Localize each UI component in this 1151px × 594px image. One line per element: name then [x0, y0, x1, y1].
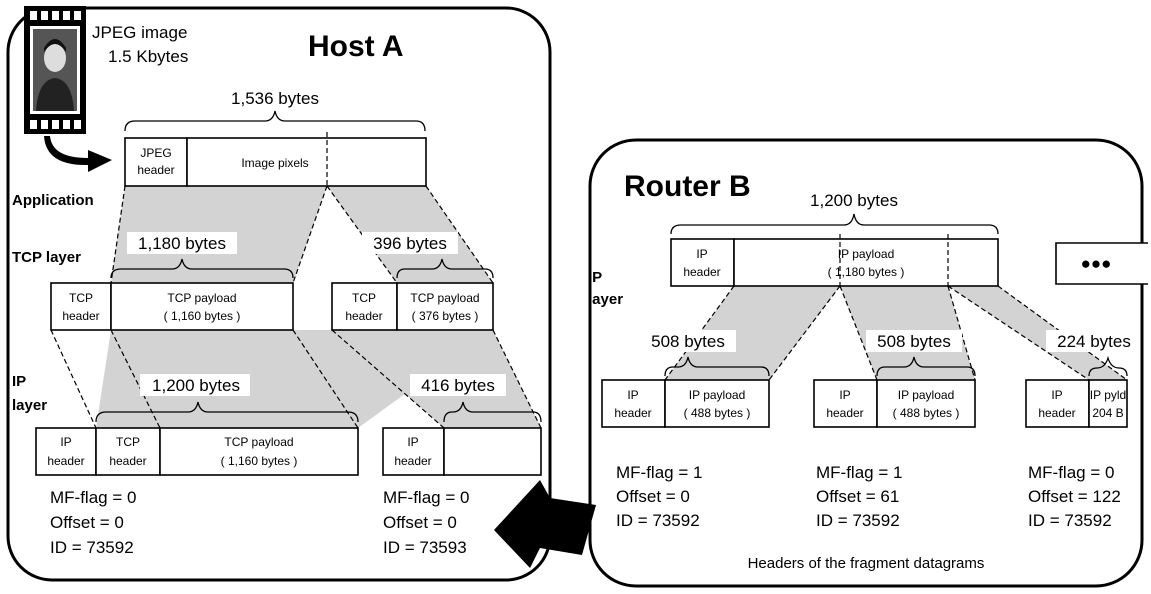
host-a-meta-2: MF-flag = 0 Offset = 0 ID = 73593	[383, 488, 469, 557]
svg-text:ID = 73592: ID = 73592	[50, 538, 134, 557]
svg-text:( 376 bytes ): ( 376 bytes )	[412, 309, 479, 323]
svg-text:IP pyld: IP pyld	[1090, 388, 1126, 402]
svg-text:MF-flag = 1: MF-flag = 1	[616, 463, 702, 482]
ip-size-2: 416 bytes	[421, 376, 495, 395]
svg-text:TCP: TCP	[352, 291, 376, 305]
svg-text:TCP: TCP	[116, 435, 140, 449]
svg-text:ID = 73593: ID = 73593	[383, 538, 467, 557]
svg-text:( 1,160 bytes ): ( 1,160 bytes )	[221, 454, 298, 468]
router-meta-2: MF-flag = 1 Offset = 61 ID = 73592	[816, 463, 902, 530]
ip-size-1: 1,200 bytes	[152, 376, 240, 395]
frag-size-1: 508 bytes	[651, 332, 725, 351]
big-arrow-icon	[494, 480, 596, 568]
svg-text:TCP payload: TCP payload	[410, 291, 479, 305]
layer-label-ip-b-2: layer	[588, 291, 623, 308]
svg-text:IP: IP	[1051, 388, 1062, 402]
person-photo-icon	[33, 29, 77, 111]
svg-text:ID = 73592: ID = 73592	[616, 511, 700, 530]
svg-text:TCP payload: TCP payload	[224, 435, 293, 449]
svg-text:IP payload: IP payload	[838, 247, 895, 261]
layer-label-application: Application	[12, 192, 94, 209]
tcp-segment-1: TCP header TCP payload ( 1,160 bytes )	[50, 282, 294, 331]
svg-text:IP: IP	[627, 388, 638, 402]
film-strip-icon	[24, 6, 86, 134]
svg-text:ID = 73592: ID = 73592	[1028, 511, 1112, 530]
curved-arrow-icon	[44, 136, 112, 172]
layer-label-ip-a-2: layer	[12, 397, 47, 414]
svg-text:MF-flag = 0: MF-flag = 0	[50, 488, 136, 507]
svg-text:header: header	[1038, 406, 1075, 420]
router-meta-3: MF-flag = 0 Offset = 122 ID = 73592	[1028, 463, 1121, 530]
fragment-3: IP header IP pyld 204 B	[1025, 379, 1128, 428]
host-a-meta-1: MF-flag = 0 Offset = 0 ID = 73592	[50, 488, 136, 557]
svg-text:Offset = 122: Offset = 122	[1028, 487, 1121, 506]
svg-text:header: header	[614, 406, 651, 420]
svg-text:TCP: TCP	[69, 291, 93, 305]
svg-text:MF-flag = 0: MF-flag = 0	[383, 488, 469, 507]
svg-text:Offset = 0: Offset = 0	[383, 513, 457, 532]
ip-datagram-1: IP header TCP header TCP payload ( 1,160…	[35, 427, 359, 476]
fragment-2: IP header IP payload ( 488 bytes )	[813, 379, 976, 428]
svg-text:MF-flag = 1: MF-flag = 1	[816, 463, 902, 482]
svg-text:Offset = 0: Offset = 0	[616, 487, 690, 506]
svg-text:204 B: 204 B	[1092, 406, 1123, 420]
svg-text:IP: IP	[407, 435, 418, 449]
tcp-size-1: 1,180 bytes	[138, 234, 226, 253]
app-segment: JPEG header Image pixels	[124, 132, 427, 187]
svg-text:●●●: ●●●	[1081, 254, 1112, 273]
svg-text:header: header	[137, 163, 174, 177]
layer-label-ip-a: IP	[12, 373, 26, 390]
router-in-datagram: IP header IP payload ( 1,180 bytes )	[670, 234, 999, 287]
svg-text:IP payload: IP payload	[689, 388, 746, 402]
svg-text:ID = 73592: ID = 73592	[816, 511, 900, 530]
svg-text:header: header	[394, 454, 431, 468]
svg-text:IP payload: IP payload	[898, 388, 955, 402]
host-a-title: Host A	[308, 30, 404, 63]
jpeg-caption: JPEG image	[92, 23, 187, 42]
tcp-segment-2: TCP header TCP payload ( 376 bytes )	[331, 282, 494, 331]
svg-text:MF-flag = 0: MF-flag = 0	[1028, 463, 1114, 482]
svg-text:Offset = 0: Offset = 0	[50, 513, 124, 532]
router-caption: Headers of the fragment datagrams	[748, 555, 985, 572]
svg-text:( 1,180 bytes ): ( 1,180 bytes )	[828, 265, 905, 279]
ip-datagram-2: IP header	[382, 427, 542, 476]
svg-text:TCP payload: TCP payload	[167, 291, 236, 305]
svg-text:( 488 bytes ): ( 488 bytes )	[893, 406, 960, 420]
svg-text:Image pixels: Image pixels	[241, 156, 308, 170]
layer-label-ip-b: IP	[588, 269, 602, 286]
svg-text:Offset = 61: Offset = 61	[816, 487, 899, 506]
router-b-title: Router B	[624, 170, 751, 203]
router-in-size: 1,200 bytes	[810, 191, 898, 210]
svg-text:IP: IP	[60, 435, 71, 449]
frag-size-3: 224 bytes	[1057, 332, 1131, 351]
jpeg-size-caption: 1.5 Kbytes	[108, 47, 188, 66]
fragment-1: IP header IP payload ( 488 bytes )	[601, 379, 770, 428]
router-meta-1: MF-flag = 1 Offset = 0 ID = 73592	[616, 463, 702, 530]
layer-label-tcp: TCP layer	[12, 249, 81, 266]
svg-text:header: header	[47, 454, 84, 468]
svg-text:( 1,160 bytes ): ( 1,160 bytes )	[164, 309, 241, 323]
more-datagrams-box: ●●●	[1055, 242, 1148, 285]
tcp-size-2: 396 bytes	[373, 234, 447, 253]
svg-text:header: header	[62, 309, 99, 323]
frag-size-2: 508 bytes	[877, 332, 951, 351]
svg-text:header: header	[826, 406, 863, 420]
svg-text:header: header	[683, 265, 720, 279]
svg-text:JPEG: JPEG	[140, 146, 171, 160]
svg-text:header: header	[345, 309, 382, 323]
svg-text:IP: IP	[696, 247, 707, 261]
svg-text:header: header	[109, 454, 146, 468]
svg-text:( 488 bytes ): ( 488 bytes )	[684, 406, 751, 420]
app-size-label: 1,536 bytes	[231, 89, 319, 108]
svg-text:IP: IP	[839, 388, 850, 402]
